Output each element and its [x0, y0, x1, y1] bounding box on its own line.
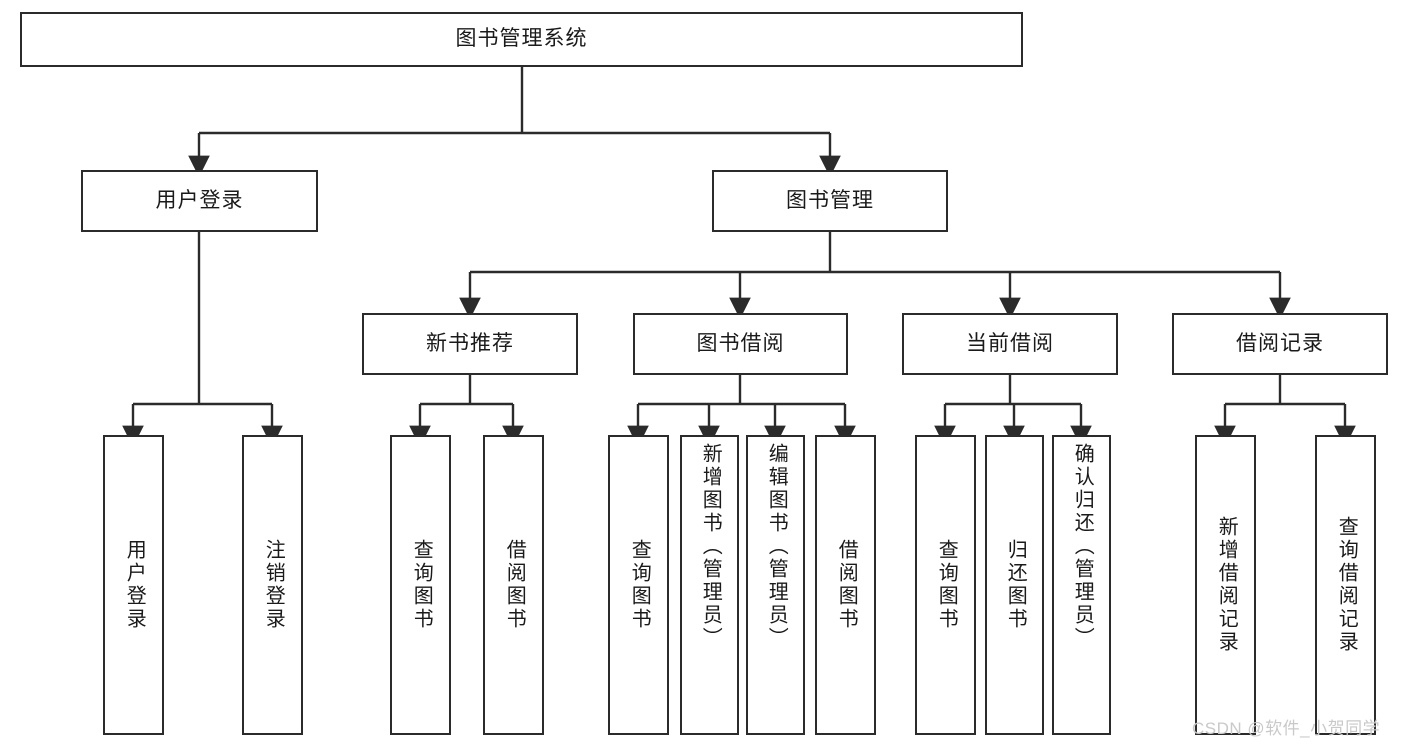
leaf-book-borrow-borrow[interactable]: 借阅图书	[815, 435, 876, 735]
watermark-text: CSDN @软件_小贺同学	[1192, 719, 1381, 738]
leaf-book-borrow-edit-label: 编辑图书（管理员）	[765, 443, 788, 650]
leaf-new-book-borrow-label: 借阅图书	[503, 539, 526, 631]
leaf-user-login-logout[interactable]: 注销登录	[242, 435, 303, 735]
node-new-book-recommend[interactable]: 新书推荐	[362, 313, 578, 375]
leaf-borrow-record-query[interactable]: 查询借阅记录	[1315, 435, 1376, 735]
leaf-book-borrow-add-label: 新增图书（管理员）	[699, 443, 722, 650]
leaf-new-book-query-label: 查询图书	[410, 539, 433, 631]
leaf-current-borrow-query[interactable]: 查询图书	[915, 435, 976, 735]
node-current-borrow[interactable]: 当前借阅	[902, 313, 1118, 375]
node-book-borrow[interactable]: 图书借阅	[633, 313, 848, 375]
leaf-book-borrow-query[interactable]: 查询图书	[608, 435, 669, 735]
leaf-user-login-logout-label: 注销登录	[262, 539, 285, 631]
leaf-current-borrow-confirm-label: 确认归还（管理员）	[1071, 443, 1094, 650]
node-user-login-label: 用户登录	[155, 188, 244, 212]
node-book-borrow-label: 图书借阅	[696, 331, 785, 355]
node-borrow-record[interactable]: 借阅记录	[1172, 313, 1388, 375]
leaf-current-borrow-return[interactable]: 归还图书	[985, 435, 1044, 735]
node-root-system[interactable]: 图书管理系统	[20, 12, 1023, 67]
leaf-user-login-login[interactable]: 用户登录	[103, 435, 164, 735]
node-root-system-label: 图书管理系统	[455, 27, 588, 51]
leaf-current-borrow-query-label: 查询图书	[935, 539, 958, 631]
leaf-borrow-record-query-label: 查询借阅记录	[1335, 516, 1358, 654]
node-new-book-recommend-label: 新书推荐	[426, 331, 514, 355]
leaf-borrow-record-add[interactable]: 新增借阅记录	[1195, 435, 1256, 735]
leaf-borrow-record-add-label: 新增借阅记录	[1215, 516, 1238, 654]
leaf-new-book-query[interactable]: 查询图书	[390, 435, 451, 735]
leaf-book-borrow-borrow-label: 借阅图书	[835, 539, 858, 631]
node-book-management[interactable]: 图书管理	[712, 170, 948, 232]
leaf-current-borrow-confirm[interactable]: 确认归还（管理员）	[1052, 435, 1111, 735]
leaf-book-borrow-query-label: 查询图书	[628, 539, 651, 631]
node-current-borrow-label: 当前借阅	[966, 331, 1054, 355]
leaf-book-borrow-add[interactable]: 新增图书（管理员）	[680, 435, 739, 735]
node-borrow-record-label: 借阅记录	[1236, 331, 1324, 355]
leaf-book-borrow-edit[interactable]: 编辑图书（管理员）	[746, 435, 805, 735]
leaf-current-borrow-return-label: 归还图书	[1004, 539, 1027, 631]
node-book-management-label: 图书管理	[786, 188, 874, 212]
node-user-login[interactable]: 用户登录	[81, 170, 318, 232]
leaf-new-book-borrow[interactable]: 借阅图书	[483, 435, 544, 735]
leaf-user-login-login-label: 用户登录	[123, 539, 146, 631]
